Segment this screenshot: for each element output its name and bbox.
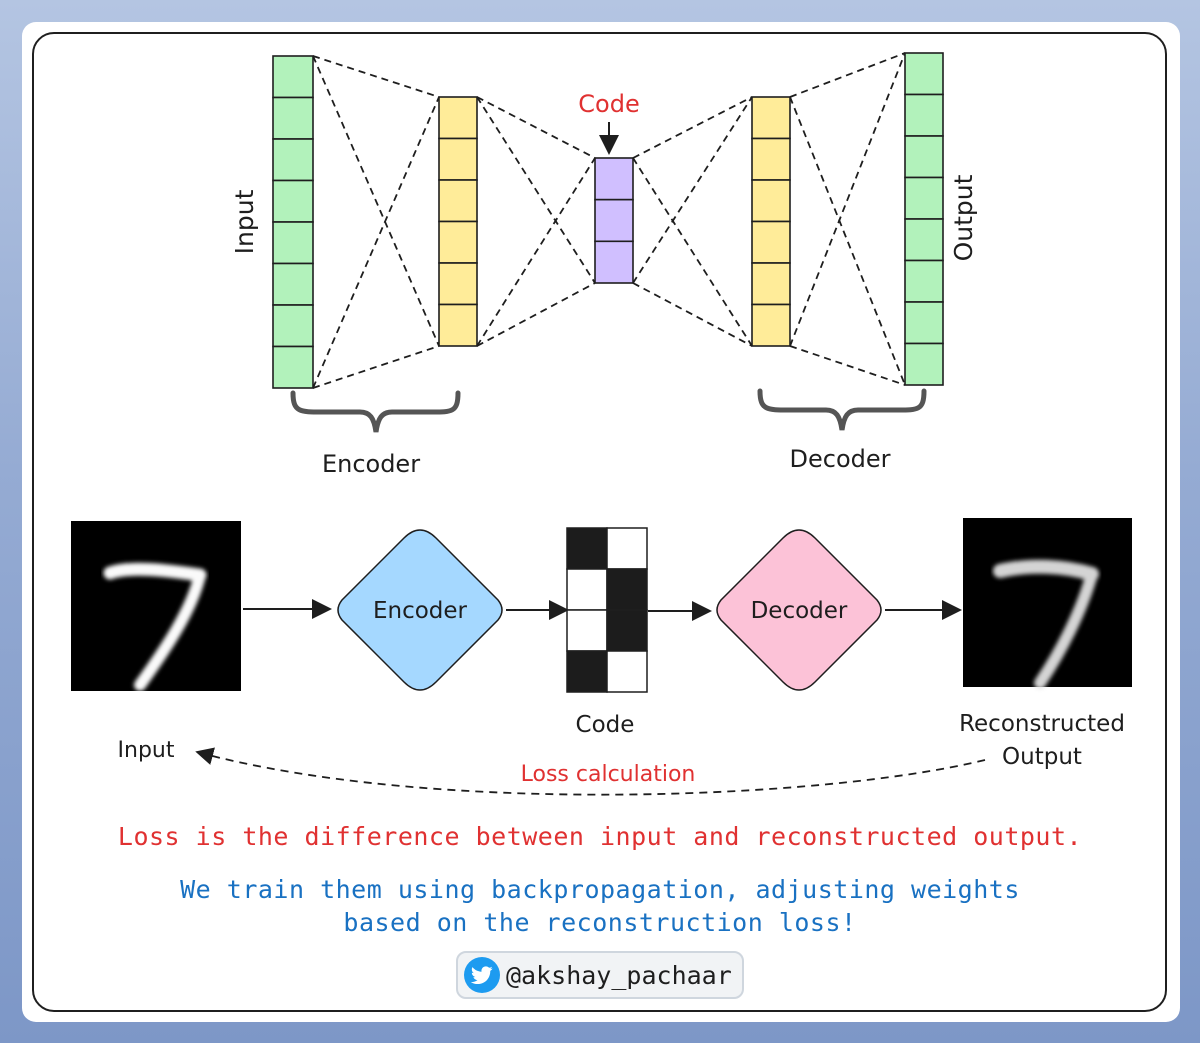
- code-grid-cell: [606, 609, 648, 652]
- code-grid-cell: [606, 650, 648, 693]
- code-layer-cell: [594, 240, 634, 284]
- loss-calculation-label: Loss calculation: [521, 762, 696, 787]
- code-layer-cell: [594, 198, 634, 243]
- output-layer-cell: [904, 342, 944, 386]
- input-layer: [272, 55, 314, 389]
- twitter-bird-icon: [464, 957, 500, 993]
- input-layer-cell: [272, 345, 314, 389]
- code-grid-label: Code: [576, 712, 635, 738]
- loss-message: Loss is the difference between input and…: [117, 822, 1083, 851]
- input-digit-image: [71, 521, 241, 691]
- reconstructed-output-label-line1: Reconstructed: [959, 711, 1125, 737]
- twitter-handle-badge[interactable]: @akshay_pachaar: [456, 951, 744, 999]
- decoder-block-label: Decoder: [751, 598, 848, 624]
- output-layer-cell: [904, 135, 944, 179]
- reconstructed-output-label-line2: Output: [1002, 744, 1082, 770]
- code-grid-cell: [566, 650, 608, 693]
- code-layer: [594, 157, 634, 284]
- encoder-block-label: Encoder: [373, 598, 468, 624]
- code-label-top: Code: [578, 90, 639, 118]
- decoder-hidden-cell: [751, 137, 791, 181]
- input-layer-cell: [272, 221, 314, 265]
- output-layer-cell: [904, 176, 944, 220]
- loss-arrow: [195, 747, 986, 796]
- encoder-label: Encoder: [322, 450, 420, 478]
- code-grid-cell: [566, 609, 608, 652]
- encoder-hidden-cell: [438, 262, 478, 306]
- encoder-hidden-cell: [438, 137, 478, 181]
- input-layer-cell: [272, 179, 314, 223]
- twitter-handle-text: @akshay_pachaar: [506, 960, 732, 990]
- training-message: We train them using backpropagation, adj…: [0, 873, 1200, 939]
- input-layer-cell: [272, 262, 314, 306]
- input-layer-cell: [272, 55, 314, 99]
- encoder-hidden-cell: [438, 303, 478, 347]
- training-message-line1: We train them using backpropagation, adj…: [180, 875, 1020, 904]
- code-grid: [566, 527, 648, 693]
- output-layer-label: Output: [949, 174, 978, 261]
- output-layer-cell: [904, 52, 944, 96]
- encoder-hidden-layer: [438, 96, 478, 347]
- decoder-hidden-cell: [751, 303, 791, 347]
- code-grid-cell: [566, 568, 608, 611]
- network-connections: [312, 52, 906, 389]
- decoder-hidden-layer: [751, 96, 791, 347]
- encoder-brace: [290, 390, 461, 433]
- input-layer-cell: [272, 96, 314, 140]
- encoder-hidden-cell: [438, 220, 478, 264]
- encoder-block: Encoder: [337, 529, 503, 691]
- code-layer-cell: [594, 157, 634, 201]
- output-layer-cell: [904, 93, 944, 137]
- code-grid-cell: [606, 527, 648, 570]
- output-layer-cell: [904, 259, 944, 303]
- input-layer-cell: [272, 304, 314, 348]
- input-layer-cell: [272, 138, 314, 182]
- reconstructed-digit-image: [963, 518, 1132, 689]
- decoder-hidden-cell: [751, 179, 791, 223]
- decoder-label: Decoder: [790, 445, 891, 473]
- code-grid-cell: [566, 527, 608, 570]
- encoder-hidden-cell: [438, 179, 478, 223]
- input-image-label: Input: [118, 738, 175, 763]
- decoder-block: Decoder: [716, 529, 882, 691]
- code-grid-cell: [606, 568, 648, 611]
- output-layer: [904, 52, 944, 386]
- decoder-hidden-cell: [751, 262, 791, 306]
- diagram-frame: [32, 32, 1167, 1012]
- decoder-hidden-cell: [751, 220, 791, 264]
- decoder-brace: [757, 388, 927, 431]
- output-layer-cell: [904, 301, 944, 345]
- decoder-hidden-cell: [751, 96, 791, 140]
- output-layer-cell: [904, 218, 944, 262]
- training-message-line2: based on the reconstruction loss!: [343, 908, 857, 937]
- input-layer-label: Input: [230, 189, 259, 254]
- encoder-hidden-cell: [438, 96, 478, 140]
